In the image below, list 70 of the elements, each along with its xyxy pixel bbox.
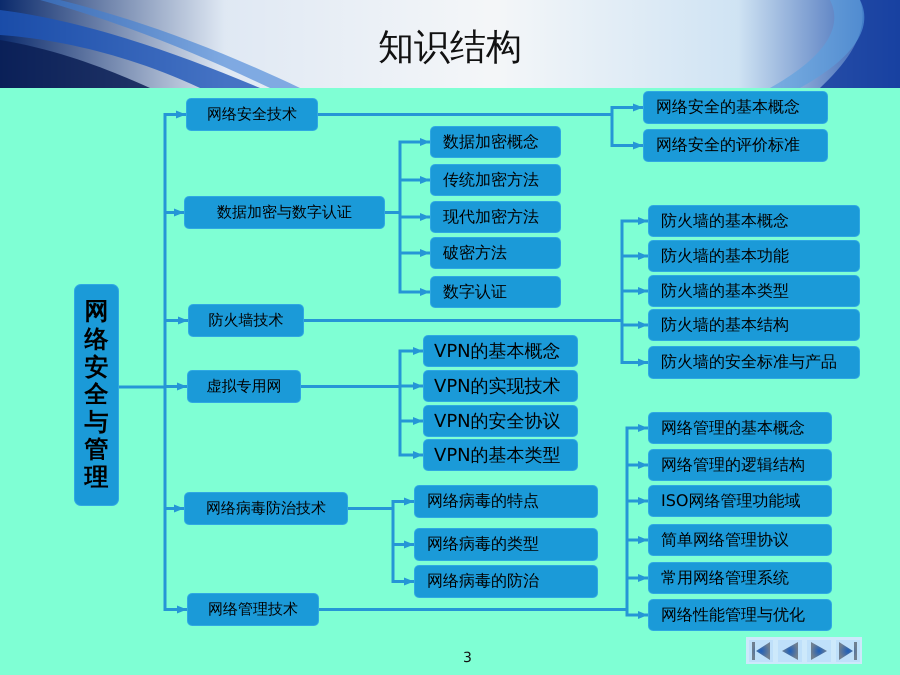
subtopic-box [648, 524, 832, 556]
subtopic-box [414, 485, 598, 518]
root-box [74, 284, 119, 506]
subtopic-box [430, 276, 561, 308]
subtopic-box [430, 126, 561, 158]
subtopic-box [648, 599, 832, 631]
subtopic-box [648, 449, 832, 481]
subtopic-box [648, 275, 860, 307]
node-label: 破密方法 [443, 242, 507, 264]
subtopic-box [648, 562, 832, 594]
topic-box [187, 370, 301, 403]
node-label: 网络安全的评价标准 [656, 135, 800, 156]
connector-arrow [318, 113, 643, 150]
node-label: 网络病毒的类型 [427, 534, 539, 555]
subtopic-box [648, 205, 860, 237]
subtopic-box [648, 240, 860, 272]
node-label: 数据加密与数字认证 [217, 203, 352, 222]
node-label: 数据加密概念 [443, 132, 539, 152]
subtopic-box [430, 201, 561, 233]
subtopic-box [643, 129, 828, 162]
topic-box [187, 593, 319, 626]
node-label: 常用网络管理系统 [661, 568, 789, 588]
page-number: 3 [463, 651, 472, 666]
connector-arrow [304, 319, 648, 366]
node-label: VPN的实现技术 [434, 375, 561, 398]
root-label: 网络安全与管理 [84, 298, 108, 492]
topic-box [184, 492, 348, 525]
node-label: 网络病毒防治技术 [206, 499, 326, 518]
node-label: 防火墙技术 [208, 311, 284, 330]
subtopic-box [648, 346, 860, 379]
subtopic-box [423, 405, 578, 437]
node-label: 网络安全的基本概念 [656, 97, 800, 118]
topic-box [188, 304, 304, 337]
connector-arrow [119, 386, 187, 614]
node-label: VPN的基本概念 [434, 340, 561, 363]
node-label: 网络管理技术 [208, 600, 298, 619]
subtopic-box [423, 439, 578, 471]
node-label: 防火墙的安全标准与产品 [661, 352, 837, 373]
subtopic-box [648, 309, 860, 341]
node-label: 数字认证 [443, 282, 507, 302]
subtopic-box [648, 412, 832, 444]
node-label: 简单网络管理协议 [661, 530, 789, 550]
node-label: 传统加密方法 [443, 170, 539, 190]
node-label: VPN的安全协议 [434, 410, 561, 433]
node-label: 防火墙的基本类型 [661, 280, 789, 302]
node-label: 网络管理的逻辑结构 [661, 454, 805, 476]
node-label: 防火墙的基本概念 [661, 210, 789, 232]
subtopic-box [430, 237, 561, 269]
node-label: 网络性能管理与优化 [661, 604, 805, 626]
subtopic-box [414, 565, 598, 598]
topic-box [184, 196, 385, 229]
subtopic-box [414, 528, 598, 561]
subtopic-box [643, 91, 828, 124]
connector-arrow [319, 608, 648, 619]
node-label: 防火墙的基本功能 [661, 246, 789, 266]
node-label: 现代加密方法 [443, 206, 539, 228]
subtopic-box [423, 370, 578, 402]
subtopic-box [423, 335, 578, 367]
node-label: 虚拟专用网 [206, 377, 282, 396]
node-label: VPN的基本类型 [434, 444, 561, 467]
node-label: 网络病毒的特点 [427, 491, 539, 512]
node-label: 防火墙的基本结构 [661, 314, 789, 336]
subtopic-box [648, 485, 832, 517]
subtopic-box [430, 164, 561, 196]
node-label: 网络管理的基本概念 [661, 418, 805, 438]
node-label: ISO网络管理功能域 [661, 490, 800, 512]
node-label: 网络病毒的防治 [427, 571, 539, 592]
page-title: 知识结构 [378, 28, 522, 68]
node-label: 网络安全技术 [207, 105, 297, 124]
topic-box [186, 98, 318, 131]
